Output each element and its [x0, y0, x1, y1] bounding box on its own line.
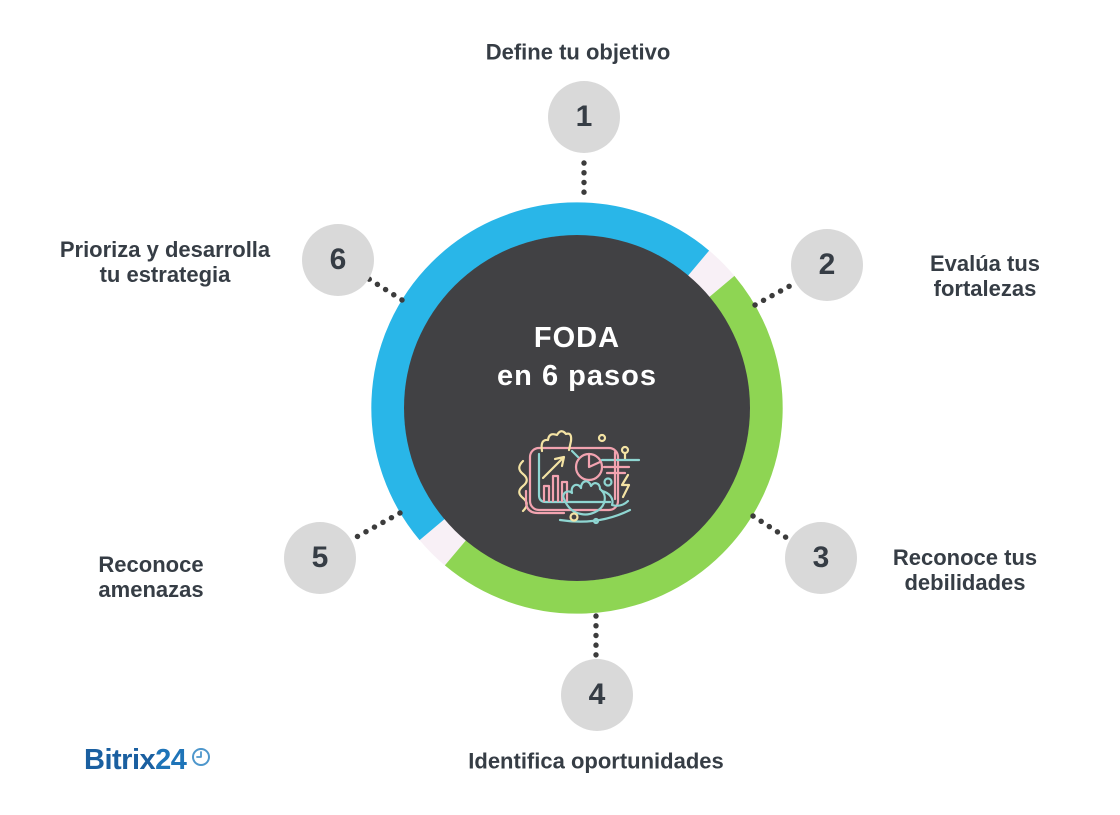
step-2-badge: 2 [791, 229, 863, 301]
analytics-presentation-icon [518, 430, 641, 525]
ring-arc-green [444, 275, 783, 614]
step-4-badge: 4 [561, 659, 633, 731]
connector-step-3 [750, 513, 793, 543]
ring-arc-blue [371, 202, 710, 541]
step-6-number: 6 [329, 243, 347, 276]
step-5-number: 5 [311, 541, 329, 574]
step-1-badge: 1 [548, 81, 620, 153]
connector-step-5 [348, 510, 403, 543]
step-5-label: Reconoce amenazas [98, 552, 204, 602]
step-2-number: 2 [818, 248, 836, 281]
clock-icon [192, 747, 211, 766]
connector-step-6 [366, 276, 405, 303]
step-3-number: 3 [812, 541, 830, 574]
center-circle: FODA en 6 pasos [404, 235, 750, 581]
step-4-number: 4 [588, 678, 606, 711]
step-3-label: Reconoce tus debilidades [892, 545, 1038, 595]
logo-brand-text: Bitrix [84, 744, 156, 776]
step-6-badge: 6 [302, 224, 374, 296]
ring-gap-top-right [687, 250, 735, 298]
step-4-label: Identifica oportunidades [468, 748, 724, 774]
center-title-line1: FODA [533, 322, 621, 354]
step-3-badge: 3 [785, 522, 857, 594]
step-5-badge: 5 [284, 522, 356, 594]
center-title-line2: en 6 pasos [497, 360, 657, 392]
step-1-label: Define tu objetivo [485, 39, 671, 65]
logo-number-text: 24 [155, 744, 187, 776]
step-1-number: 1 [575, 100, 593, 133]
ring-gap-bottom-left [419, 518, 467, 566]
step-2-label: Evalúa tus fortalezas [929, 251, 1041, 301]
connector-step-2 [752, 279, 800, 308]
step-6-label: Prioriza y desarrolla tu estrategia [59, 237, 271, 287]
